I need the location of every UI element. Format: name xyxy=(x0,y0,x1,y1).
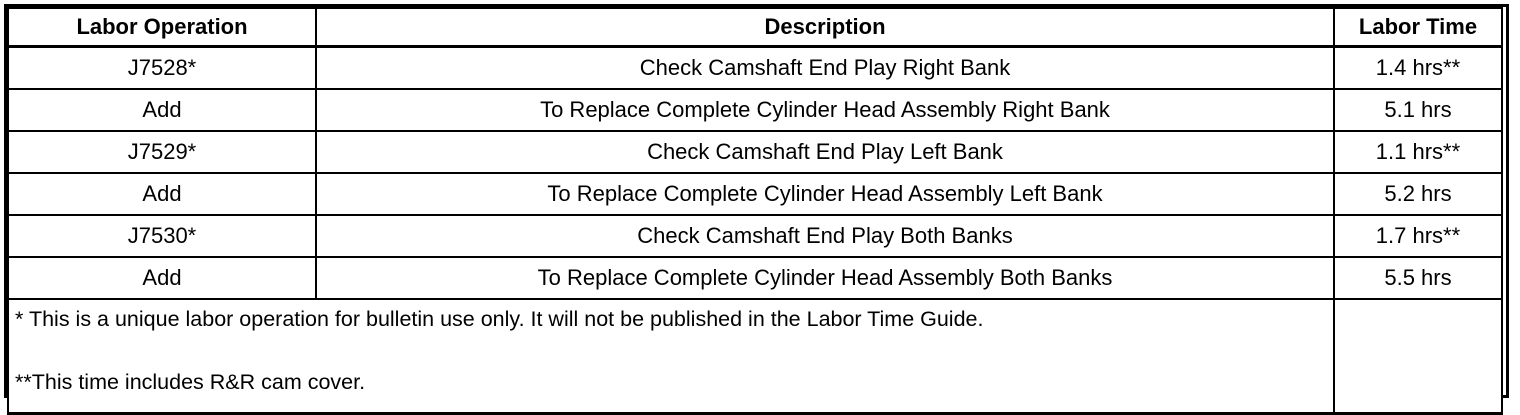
table-row: J7530* Check Camshaft End Play Both Bank… xyxy=(7,214,1503,258)
labor-time-cell: 5.2 hrs xyxy=(1333,172,1503,216)
table-row: Add To Replace Complete Cylinder Head As… xyxy=(7,172,1503,216)
labor-time-cell: 5.1 hrs xyxy=(1333,88,1503,132)
labor-operation-cell: Add xyxy=(7,172,317,216)
description-cell: To Replace Complete Cylinder Head Assemb… xyxy=(315,256,1335,300)
description-cell: Check Camshaft End Play Left Bank xyxy=(315,130,1335,174)
table-row: Add To Replace Complete Cylinder Head As… xyxy=(7,256,1503,300)
labor-time-cell: 5.5 hrs xyxy=(1333,256,1503,300)
footnotes-cell: * This is a unique labor operation for b… xyxy=(7,298,1335,415)
header-row: Labor Operation Description Labor Time xyxy=(7,7,1503,48)
footnote-unique-labor-operation: * This is a unique labor operation for b… xyxy=(15,307,984,331)
labor-time-cell: 1.4 hrs** xyxy=(1333,45,1503,90)
table-outer-frame: Labor Operation Description Labor Time J… xyxy=(4,4,1509,415)
description-cell: To Replace Complete Cylinder Head Assemb… xyxy=(315,172,1335,216)
column-header-labor-operation: Labor Operation xyxy=(7,7,317,48)
footnote-rr-cam-cover: **This time includes R&R cam cover. xyxy=(15,369,366,394)
labor-time-cell: 1.1 hrs** xyxy=(1333,130,1503,174)
footnotes-row: * This is a unique labor operation for b… xyxy=(7,298,1503,415)
labor-operation-cell: J7529* xyxy=(7,130,317,174)
labor-operation-cell: Add xyxy=(7,88,317,132)
labor-operation-cell: J7528* xyxy=(7,45,317,90)
labor-time-cell: 1.7 hrs** xyxy=(1333,214,1503,258)
table-row: J7529* Check Camshaft End Play Left Bank… xyxy=(7,130,1503,174)
description-cell: Check Camshaft End Play Right Bank xyxy=(315,45,1335,90)
column-header-description: Description xyxy=(315,7,1335,48)
labor-operations-table: Labor Operation Description Labor Time J… xyxy=(7,7,1503,415)
labor-operation-cell: Add xyxy=(7,256,317,300)
table-row: J7528* Check Camshaft End Play Right Ban… xyxy=(7,45,1503,90)
table-row: Add To Replace Complete Cylinder Head As… xyxy=(7,88,1503,132)
column-header-labor-time: Labor Time xyxy=(1333,7,1503,48)
description-cell: Check Camshaft End Play Both Banks xyxy=(315,214,1335,258)
empty-labor-time-cell xyxy=(1333,298,1503,415)
description-cell: To Replace Complete Cylinder Head Assemb… xyxy=(315,88,1335,132)
labor-operation-cell: J7530* xyxy=(7,214,317,258)
